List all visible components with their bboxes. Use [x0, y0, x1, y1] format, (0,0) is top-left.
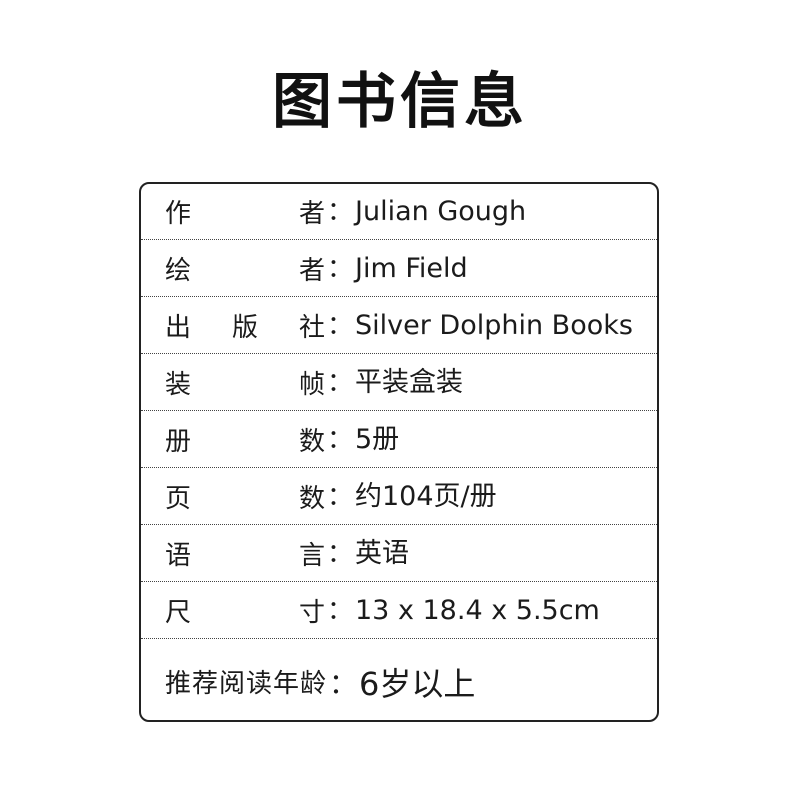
row-value: 13 x 18.4 x 5.5cm: [355, 594, 600, 626]
age-label: 推荐阅读年龄: [165, 669, 328, 699]
row-volumes: 册 数 ： 5册: [141, 412, 657, 468]
row-colon: ：: [327, 367, 354, 398]
row-label: 作 者: [165, 199, 325, 229]
row-label: 册 数: [165, 427, 325, 457]
row-colon: ：: [327, 253, 354, 284]
row-colon: ：: [327, 196, 354, 227]
row-colon: ：: [327, 310, 354, 341]
age-colon: ：: [329, 667, 358, 700]
row-value: Julian Gough: [355, 195, 527, 227]
row-author: 作 者 ： Julian Gough: [141, 184, 657, 240]
row-colon: ：: [327, 424, 354, 455]
page-title: 图书信息: [272, 67, 528, 137]
row-value: 5册: [355, 423, 400, 455]
row-publisher: 出 版 社 ： Silver Dolphin Books: [141, 298, 657, 354]
book-info-card: 作 者 ： Julian Gough 绘 者 ： Jim Field 出 版 社…: [139, 182, 659, 722]
row-label: 出 版 社: [165, 313, 325, 343]
row-colon: ：: [327, 595, 354, 626]
row-value: 英语: [355, 537, 409, 569]
row-value: 平装盒装: [355, 366, 463, 398]
row-value: 约104页/册: [355, 480, 497, 512]
row-value: Jim Field: [355, 252, 468, 284]
row-illustrator: 绘 者 ： Jim Field: [141, 241, 657, 297]
row-value: Silver Dolphin Books: [355, 309, 633, 341]
row-label: 装 帧: [165, 370, 325, 400]
row-label: 尺 寸: [165, 598, 325, 628]
row-language: 语 言 ： 英语: [141, 526, 657, 582]
age-value: 6岁以上: [359, 665, 476, 703]
row-pages: 页 数 ： 约104页/册: [141, 469, 657, 525]
row-binding: 装 帧 ： 平装盒装: [141, 355, 657, 411]
row-label: 语 言: [165, 541, 325, 571]
row-colon: ：: [327, 481, 354, 512]
row-label: 绘 者: [165, 256, 325, 286]
row-label: 页 数: [165, 484, 325, 514]
row-size: 尺 寸 ： 13 x 18.4 x 5.5cm: [141, 583, 657, 639]
row-colon: ：: [327, 538, 354, 569]
row-recommended-age: 推荐阅读年龄 ： 6岁以上: [141, 654, 657, 714]
